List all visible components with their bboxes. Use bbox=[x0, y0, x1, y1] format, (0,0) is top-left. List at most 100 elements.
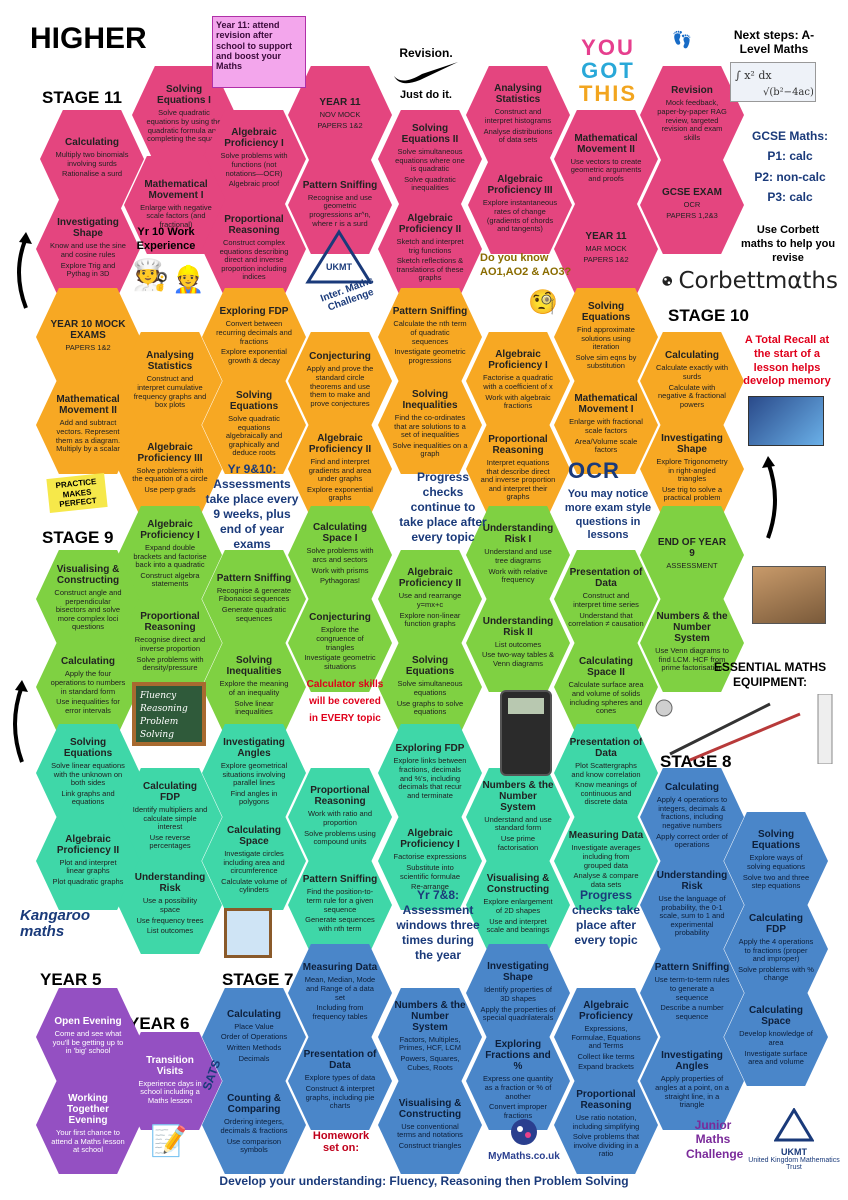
topic-title: Exploring Fractions and % bbox=[485, 1039, 551, 1073]
year-5-label: YEAR 5 bbox=[40, 970, 102, 989]
stage-9-label: STAGE 9 bbox=[42, 528, 114, 547]
topic-title: Solving Equations bbox=[751, 829, 801, 852]
topic-detail: Solve simultaneous equations bbox=[397, 679, 463, 697]
topic-detail: Expand double brackets and factorise bac… bbox=[133, 542, 207, 570]
topic-title: Investigating Shape bbox=[661, 432, 723, 455]
topic-detail: Construct and interpret cumulative frequ… bbox=[133, 374, 207, 410]
topic-detail: Solve quadratic inequalities bbox=[404, 174, 456, 193]
topic-detail: Sketch and interpret trig functions bbox=[396, 236, 464, 255]
svg-text:UKMT: UKMT bbox=[326, 262, 352, 272]
topic-detail: Use frequency trees bbox=[136, 915, 204, 925]
total-recall: A Total Recall at the start of a lesson … bbox=[743, 334, 831, 388]
topic-detail: Solve linear equations with the unknown … bbox=[51, 760, 125, 788]
mymaths-text: MyMaths.co.uk bbox=[488, 1151, 560, 1162]
topic-detail: OCR bbox=[683, 200, 701, 210]
topic-title: Algebraic Proficiency I bbox=[400, 828, 460, 851]
topic-detail: Expressions, Formulae, Equations and Ter… bbox=[571, 1023, 641, 1051]
topic-detail: Link graphs and equations bbox=[61, 788, 115, 807]
reasoning-word: Reasoning bbox=[140, 704, 188, 715]
topic-title: Algebraic Proficiency I bbox=[224, 127, 284, 150]
topic-title: Investigating Angles bbox=[661, 1050, 723, 1073]
topic-detail: Solve simultaneous equations where one i… bbox=[395, 146, 465, 174]
builder-icon: 👷 bbox=[172, 264, 205, 294]
topic-detail: PAPERS 1&2 bbox=[583, 255, 629, 264]
topic-detail: Generate sequences with nth term bbox=[305, 915, 375, 933]
topic-title: Calculating bbox=[665, 350, 719, 362]
topic-title: Pattern Sniffing bbox=[216, 572, 292, 584]
revision-callout: Year 11: attend revision after school to… bbox=[212, 16, 306, 88]
topic-title: Calculating Space bbox=[749, 1005, 803, 1028]
topic-detail: Explore Trigonometry in right-angled tri… bbox=[656, 456, 728, 484]
topic-title: Calculating Space bbox=[227, 824, 281, 847]
topic-detail: MAR MOCK bbox=[585, 244, 627, 254]
gcse-p2: P2: non-calc bbox=[754, 169, 826, 184]
topic-detail: Apply and prove the standard circle theo… bbox=[306, 364, 374, 408]
topic-detail: Add and subtract vectors. Represent them… bbox=[55, 418, 121, 454]
topic-detail: Investigate geometric progressions bbox=[394, 347, 466, 365]
topic-detail: PAPERS 1,2&3 bbox=[666, 211, 718, 220]
topic-detail: Construct algebra statements bbox=[140, 570, 200, 589]
topic-title: Mathematical Movement I bbox=[574, 393, 638, 416]
topic-detail: Decimals bbox=[238, 1053, 270, 1063]
topic-detail: Explore Trig and Pythag in 3D bbox=[60, 260, 116, 279]
chef-icon: 🧑‍🍳 bbox=[132, 259, 170, 292]
topic-detail: Use and interpret scale and bearings bbox=[486, 916, 550, 935]
topic-detail: Convert between recurring decimals and f… bbox=[216, 319, 292, 346]
topic-detail: Plot quadratic graphs bbox=[52, 876, 124, 886]
equipment-image bbox=[650, 693, 840, 765]
topic-detail: Substitute into scientific formulae bbox=[399, 862, 461, 881]
topic-detail: Ordering integers, decimals & fractions bbox=[220, 1117, 288, 1135]
topic-detail: Explore exponential growth & decay bbox=[221, 347, 287, 365]
topic-title: END OF YEAR 9 bbox=[657, 537, 727, 560]
alevel-image: ∫ x² dx√(b²−4ac) bbox=[730, 62, 816, 102]
topic-detail: Construct triangles bbox=[398, 1140, 462, 1150]
topic-title: Solving Equations II bbox=[401, 122, 459, 145]
topic-detail: Identify multipliers and calculate simpl… bbox=[132, 804, 208, 832]
topic-title: YEAR 11 bbox=[585, 231, 627, 243]
topic-detail: Interpret equations that describe direct… bbox=[480, 457, 556, 502]
topic-title: Presentation of Data bbox=[303, 1049, 377, 1072]
topic-detail: Factors, Multiples, Primes, HCF, LCM bbox=[398, 1034, 462, 1053]
topic-detail: Solve problems with arcs and sectors bbox=[306, 546, 374, 564]
yr10-work-experience: Yr 10 Work Experience bbox=[136, 226, 196, 252]
pythagoras-image bbox=[752, 566, 826, 624]
ukmt-full: United Kingdom Mathematics Trust bbox=[748, 1157, 840, 1171]
topic-detail: Understand and use tree diagrams bbox=[484, 547, 552, 565]
topic-detail: Order of Operations bbox=[220, 1032, 288, 1042]
topic-detail: Explore non-linear function graphs bbox=[399, 610, 461, 629]
corbett-hint: Use Corbett maths to help you revise bbox=[740, 224, 836, 264]
topic-detail: Develop knowledge of area bbox=[739, 1029, 813, 1047]
topic-title: Calculating Space I bbox=[313, 522, 367, 545]
topic-title: Mathematical Movement II bbox=[574, 132, 638, 155]
yr9-10-assessments: Yr 9&10: Assessments take place every 9 … bbox=[205, 462, 299, 551]
topic-detail: Multiply two binomials involving surds bbox=[55, 150, 129, 168]
topic-detail: Explore instantaneous rates of change (g… bbox=[482, 198, 558, 234]
topic-title: Numbers & the Number System bbox=[482, 779, 554, 813]
topic-detail: Work with prisms bbox=[311, 565, 369, 575]
topic-detail: Find the position-to-term rule for a giv… bbox=[306, 887, 374, 914]
topic-detail: List outcomes bbox=[494, 639, 542, 649]
